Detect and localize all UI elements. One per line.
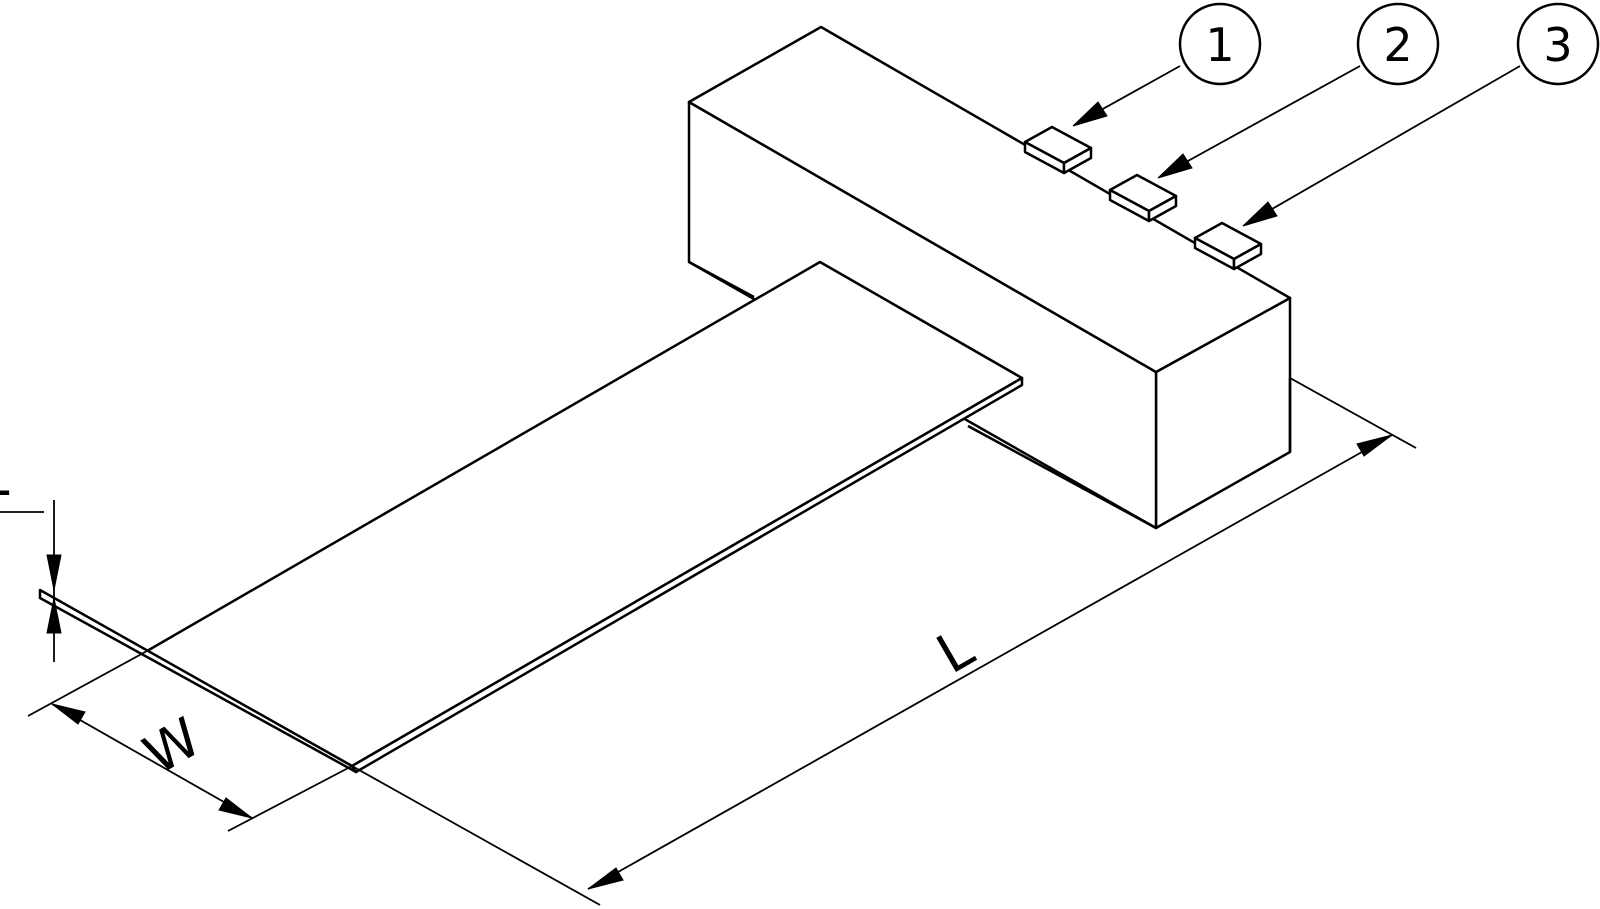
length-arrow-right — [1356, 434, 1393, 457]
balloon-1-label: 1 — [1205, 18, 1234, 72]
balloon-2 — [1356, 2, 1440, 86]
thickness-arrow-top — [46, 554, 62, 591]
length-extension-right — [1289, 377, 1417, 449]
balloon-3-label: 3 — [1543, 18, 1572, 72]
flat-strip — [38, 260, 1292, 774]
width-extension-right — [227, 765, 353, 832]
width-dimension-line — [51, 703, 253, 819]
length-extension-left — [351, 765, 601, 906]
connector-block — [687, 25, 1292, 530]
block-top-face — [687, 25, 1292, 374]
terminal-pin-1 — [1023, 125, 1093, 175]
length-arrow-left — [587, 867, 624, 890]
balloon-2-label: 2 — [1383, 18, 1412, 72]
length-dimension-line — [587, 434, 1393, 890]
length-label: L — [926, 616, 984, 686]
width-extension-left — [27, 650, 148, 717]
width-arrow-right — [218, 797, 253, 819]
thickness-label: T — [0, 480, 10, 543]
strip-left-edge — [38, 588, 358, 774]
callout-3: 3 — [1242, 2, 1600, 227]
terminal-pin-2 — [1108, 173, 1178, 223]
callout-1: 1 — [1072, 2, 1262, 127]
thickness-arrow-bottom — [46, 597, 62, 634]
width-label: W — [133, 706, 211, 787]
terminal-pins — [1023, 125, 1263, 271]
balloon-1 — [1178, 2, 1262, 86]
terminal-pin-3 — [1193, 221, 1263, 271]
callout-2: 2 — [1157, 2, 1440, 179]
thickness-dimension: T — [0, 480, 62, 662]
balloon-3 — [1516, 2, 1600, 86]
strip-top-face — [145, 260, 1024, 768]
width-arrow-left — [51, 703, 86, 725]
